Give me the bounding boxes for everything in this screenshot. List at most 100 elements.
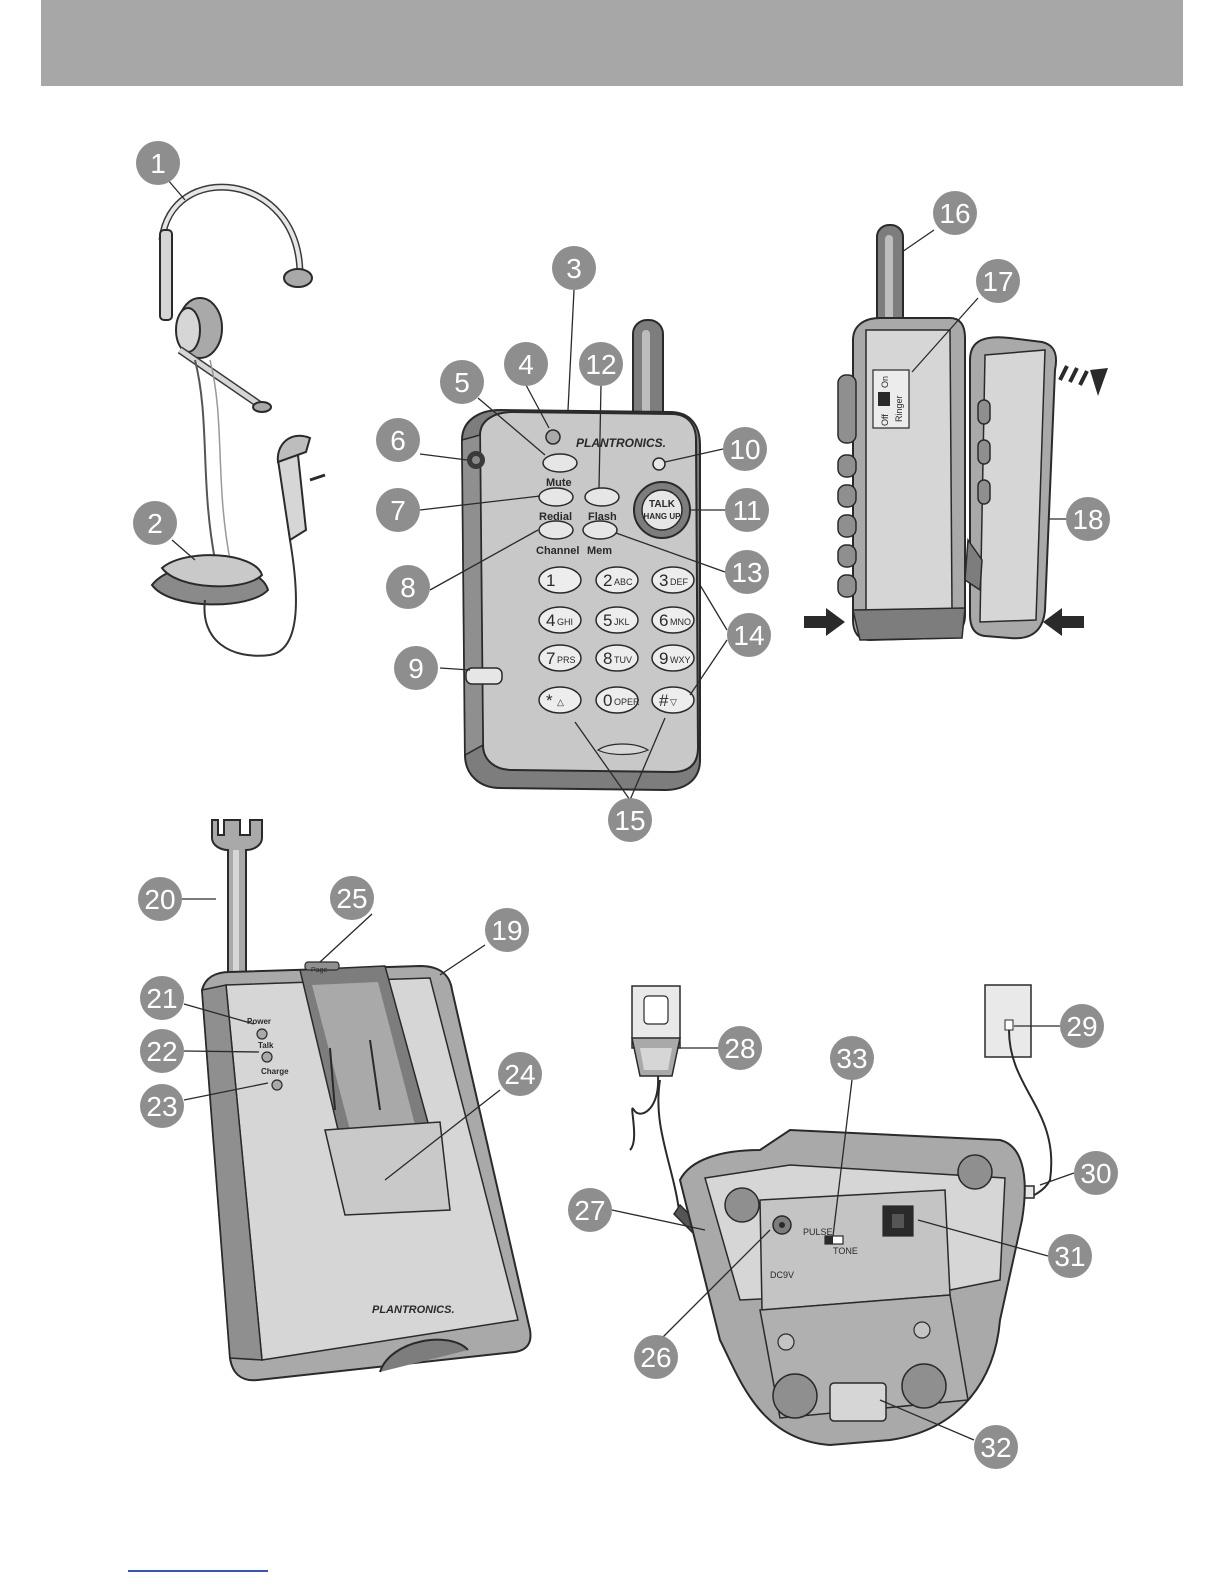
callout-3: 3 xyxy=(552,246,596,290)
callout-30: 30 xyxy=(1074,1151,1118,1195)
power-indicator xyxy=(257,1029,267,1039)
callout-1: 1 xyxy=(136,141,180,185)
callout-number: 29 xyxy=(1066,1011,1097,1042)
channel-label: Channel xyxy=(536,545,579,557)
page-button-label: Page xyxy=(311,967,327,974)
keypad-letters: TUV xyxy=(614,655,632,665)
callout-number: 10 xyxy=(729,434,760,465)
flip-motion-icon xyxy=(1060,366,1108,396)
keypad-key[interactable]: #▽ xyxy=(652,687,694,713)
keypad-digit: 5 xyxy=(603,611,612,630)
power-label: Power xyxy=(247,1017,271,1026)
headset xyxy=(152,187,325,656)
callout-number: 24 xyxy=(504,1059,535,1090)
keypad-digit: 0 xyxy=(603,691,612,710)
keypad-letters: OPER xyxy=(614,697,640,707)
mute-button[interactable] xyxy=(543,454,577,472)
flash-button[interactable] xyxy=(585,488,619,506)
keypad-digit: # xyxy=(659,691,669,710)
keypad-digit: 7 xyxy=(546,649,555,668)
callout-number: 22 xyxy=(146,1036,177,1067)
keypad-digit: 9 xyxy=(659,649,668,668)
callout-number: 30 xyxy=(1080,1158,1111,1189)
charge-label: Charge xyxy=(261,1067,289,1076)
callout-8: 8 xyxy=(386,565,430,609)
footer-link-underline[interactable] xyxy=(128,1570,268,1572)
hangup-label: HANG UP xyxy=(644,512,682,521)
callout-number: 8 xyxy=(400,572,416,603)
channel-button[interactable] xyxy=(539,521,573,539)
keypad-digit: 6 xyxy=(659,611,668,630)
callout-16: 16 xyxy=(933,191,977,235)
keypad-key[interactable]: 1 xyxy=(539,567,581,593)
callout-10: 10 xyxy=(723,427,767,471)
callout-number: 2 xyxy=(147,508,163,539)
callout-27: 27 xyxy=(568,1188,612,1232)
callout-7: 7 xyxy=(376,488,420,532)
ringer-off-label: Off xyxy=(880,414,890,426)
callout-9: 9 xyxy=(394,646,438,690)
callout-18: 18 xyxy=(1066,497,1110,541)
callout-33: 33 xyxy=(830,1036,874,1080)
callout-number: 14 xyxy=(733,620,764,651)
callout-22: 22 xyxy=(140,1029,184,1073)
keypad-letters: PRS xyxy=(557,655,576,665)
callout-26: 26 xyxy=(634,1335,678,1379)
keypad-letters: ABC xyxy=(614,577,633,587)
mute-label: Mute xyxy=(546,477,572,489)
callout-19: 19 xyxy=(485,908,529,952)
handset-side: Off On Ringer xyxy=(804,225,1108,640)
callout-14: 14 xyxy=(727,613,771,657)
callout-4: 4 xyxy=(504,342,548,386)
keypad-digit: * xyxy=(546,691,553,710)
keypad-letters: DEF xyxy=(670,577,689,587)
mem-label: Mem xyxy=(587,545,612,557)
callout-number: 17 xyxy=(982,266,1013,297)
mem-button[interactable] xyxy=(583,521,617,539)
callout-25: 25 xyxy=(330,876,374,920)
ringer-on-label: On xyxy=(880,376,890,388)
keypad-letters: MNO xyxy=(670,617,691,627)
charge-indicator xyxy=(272,1080,282,1090)
callout-32: 32 xyxy=(974,1425,1018,1469)
callout-number: 23 xyxy=(146,1091,177,1122)
redial-button[interactable] xyxy=(539,488,573,506)
callout-number: 27 xyxy=(574,1195,605,1226)
keypad-digit: 2 xyxy=(603,571,612,590)
ringer-label: Ringer xyxy=(894,395,904,422)
callout-number: 4 xyxy=(518,349,534,380)
keypad-letters: WXY xyxy=(670,655,691,665)
callout-11: 11 xyxy=(725,488,769,532)
callout-number: 18 xyxy=(1072,504,1103,535)
callout-number: 20 xyxy=(144,884,175,915)
squeeze-right-arrow-icon xyxy=(1043,608,1084,636)
callout-23: 23 xyxy=(140,1084,184,1128)
callout-5: 5 xyxy=(440,360,484,404)
callout-number: 13 xyxy=(731,557,762,588)
callout-17: 17 xyxy=(976,259,1020,303)
keypad-letters: ▽ xyxy=(670,697,677,707)
callout-number: 6 xyxy=(390,425,406,456)
callout-number: 15 xyxy=(614,805,645,836)
keypad-key[interactable]: *△ xyxy=(539,687,581,713)
callout-number: 25 xyxy=(336,883,367,914)
dc-label: DC9V xyxy=(770,1270,794,1280)
squeeze-left-arrow-icon xyxy=(804,608,845,636)
callout-number: 16 xyxy=(939,198,970,229)
keypad-digit: 4 xyxy=(546,611,555,630)
callout-29: 29 xyxy=(1060,1004,1104,1048)
callout-number: 11 xyxy=(732,495,761,526)
callout-number: 7 xyxy=(390,495,406,526)
callout-number: 3 xyxy=(566,253,582,284)
callout-number: 5 xyxy=(454,367,470,398)
callout-number: 31 xyxy=(1054,1241,1085,1272)
